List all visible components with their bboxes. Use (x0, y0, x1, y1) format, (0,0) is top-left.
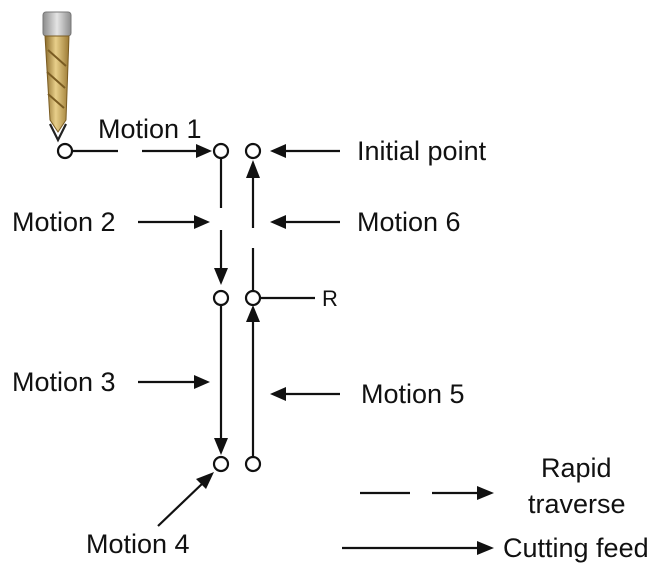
start-point (56, 142, 74, 160)
motion-1-label: Motion 1 (98, 114, 202, 144)
motion-3-label: Motion 3 (12, 367, 116, 397)
legend-cutting-label: Cutting feed (503, 533, 649, 563)
motion-1-path (56, 142, 212, 160)
motion-4-label: Motion 4 (86, 529, 190, 559)
motion-3-pointer (138, 375, 210, 389)
legend-rapid-label-line1: Rapid (541, 453, 612, 483)
motion-6-label: Motion 6 (357, 207, 461, 237)
motion-2-path (214, 158, 228, 285)
legend-rapid-sample (360, 486, 494, 500)
initial-point-label: Initial point (357, 136, 487, 166)
initial-point-right (244, 142, 262, 160)
bottom-point-right (244, 455, 262, 473)
legend-cutting-sample (342, 541, 494, 555)
initial-point-left (212, 142, 230, 160)
drill-bit-icon (42, 11, 72, 143)
motion-5-label: Motion 5 (361, 379, 465, 409)
motion-6-pointer (270, 215, 340, 229)
legend: Rapid traverse Cutting feed (342, 453, 649, 563)
motion-1-arrowhead (196, 144, 212, 158)
r-label: R (322, 286, 338, 311)
motion-3-path (214, 305, 228, 455)
motion-5-pointer (270, 387, 340, 401)
legend-rapid-label-line2: traverse (528, 489, 626, 519)
r-point-right (244, 289, 262, 307)
motion-2-label: Motion 2 (12, 207, 116, 237)
motion-4-pointer (157, 472, 214, 527)
motion-2-pointer (138, 215, 210, 229)
motion-6-path (246, 160, 260, 291)
bottom-point-left (212, 455, 230, 473)
motion-5-path (246, 305, 260, 457)
r-point-left (212, 289, 230, 307)
initial-point-pointer (270, 144, 340, 158)
